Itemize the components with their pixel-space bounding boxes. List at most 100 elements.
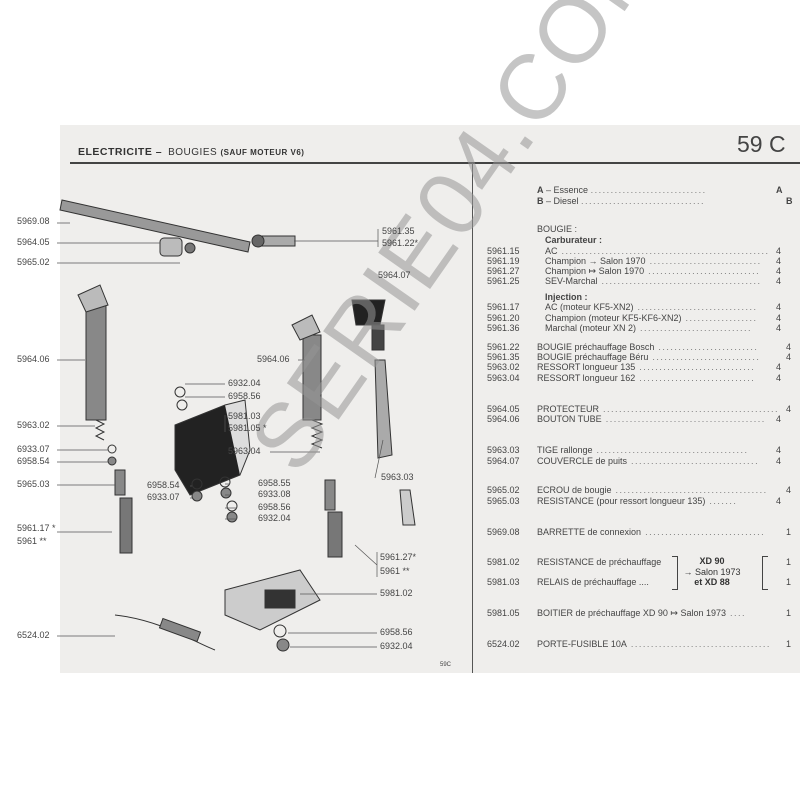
part-quantity: 4 xyxy=(776,313,782,323)
callout-label: 6933.07 xyxy=(17,444,50,454)
part-quantity: 4 xyxy=(776,276,782,286)
part-description-text: BOUGIE préchauffage Béru xyxy=(537,352,649,362)
legend-value: B xyxy=(786,196,793,206)
callout-label: 6958.56 xyxy=(228,391,261,401)
callout-label: 6958.54 xyxy=(17,456,50,466)
callout-label: 5961.22* xyxy=(382,238,419,248)
subgroup-title: Injection : xyxy=(545,292,588,302)
part-description: Marchal (moteur XN 2) ..................… xyxy=(545,323,752,333)
callout-label: 6932.04 xyxy=(258,513,291,523)
part-code: 5961.22 xyxy=(487,342,520,352)
subtitle-note: (SAUF MOTEUR V6) xyxy=(220,148,305,157)
callout-label: 5981.02 xyxy=(380,588,413,598)
section-title: ELECTRICITE – xyxy=(78,146,163,158)
legend-value: A xyxy=(776,185,783,195)
part-description: RESSORT longueur 135 ...................… xyxy=(537,362,755,372)
callout-label: 5964.05 xyxy=(17,237,50,247)
part-code: 5964.06 xyxy=(487,414,520,424)
callout-label: 6933.08 xyxy=(258,489,291,499)
part-description: BOUGIE préchauffage Béru ...............… xyxy=(537,352,760,362)
part-description-text: RESSORT longueur 135 xyxy=(537,362,636,372)
callout-label: 5961.35 xyxy=(382,226,415,236)
part-code: 5961.17 xyxy=(487,302,520,312)
leader-dots: ........................................ xyxy=(597,276,762,286)
leader-lines xyxy=(57,222,384,648)
part-quantity: 4 xyxy=(786,342,792,352)
part-quantity: 1 xyxy=(786,577,792,587)
callout-label: 5961.27* xyxy=(380,552,417,562)
callout-label: 5961 ** xyxy=(380,566,410,576)
group-title: BOUGIE : xyxy=(537,224,578,234)
part-code: 5963.04 xyxy=(487,373,520,383)
part-description-text: SEV-Marchal xyxy=(545,276,598,286)
part-description-text: RESISTANCE de préchauffage xyxy=(537,557,662,567)
callout-label: 5981.05 * xyxy=(228,423,267,433)
leader-dots: .............................. xyxy=(641,527,766,537)
part-code: 5965.03 xyxy=(487,496,520,506)
resistor-drawing xyxy=(399,489,416,526)
part-description: SEV-Marchal ............................… xyxy=(545,276,762,286)
callout-label: 5965.03 xyxy=(17,479,50,489)
part-description: AC .....................................… xyxy=(545,246,770,256)
part-description: PORTE-FUSIBLE 10A ......................… xyxy=(537,639,771,649)
callout-label: 6958.55 xyxy=(258,478,291,488)
callout-label: 5963.02 xyxy=(17,420,50,430)
part-description-text: TIGE rallonge xyxy=(537,445,593,455)
connection-bar-drawing xyxy=(59,199,251,253)
part-description: BOUTON TUBE ............................… xyxy=(537,414,766,424)
part-description: BOUGIE préchauffage Bosch ..............… xyxy=(537,342,758,352)
callout-label: 5964.07 xyxy=(378,270,411,280)
part-description: RESISTANCE (pour ressort longueur 135) .… xyxy=(537,496,737,506)
callout-label: 5961 ** xyxy=(17,536,47,546)
part-description: Champion → Salon 1970 ..................… xyxy=(545,256,762,266)
part-description: Champion ↦ Salon 1970 ..................… xyxy=(545,266,760,277)
leader-dots: ........................... xyxy=(648,352,761,362)
extension-rod-drawing xyxy=(374,359,393,459)
leader-dots: ............................. xyxy=(635,373,756,383)
part-description-text: AC (moteur KF5-XN2) xyxy=(545,302,634,312)
part-quantity: 4 xyxy=(776,246,782,256)
part-quantity: 1 xyxy=(786,639,792,649)
part-description-text: RELAIS de préchauffage .... xyxy=(537,577,649,587)
fuse-holder-drawing xyxy=(114,614,216,651)
diagram-footer: 59C xyxy=(440,662,452,668)
nut-screw-drawing xyxy=(251,234,296,248)
part-description: PROTECTEUR .............................… xyxy=(537,404,779,414)
leader-dots: ....... xyxy=(705,496,738,506)
part-code: 5964.07 xyxy=(487,456,520,466)
part-description-text: RESSORT longueur 162 xyxy=(537,373,636,383)
subgroup-title: Carburateur : xyxy=(545,235,603,245)
legend-row: A – Essence ............................… xyxy=(537,185,707,195)
part-quantity: 4 xyxy=(776,456,782,466)
subtitle: BOUGIES xyxy=(168,147,218,158)
part-quantity: 4 xyxy=(776,266,782,276)
header-rule xyxy=(70,162,800,164)
leader-dots: ........................................… xyxy=(557,246,770,256)
part-description: BARRETTE de connexion ..................… xyxy=(537,527,765,537)
part-code: 5963.03 xyxy=(487,445,520,455)
callout-label: 6958.56 xyxy=(258,502,291,512)
tube-button-mid-drawing xyxy=(291,314,324,449)
part-description: ECROU de bougie ........................… xyxy=(537,485,768,495)
relay-box-drawing xyxy=(174,399,251,496)
part-description-text: BARRETTE de connexion xyxy=(537,527,642,537)
part-quantity: 4 xyxy=(776,414,782,424)
callout-label: 5963.03 xyxy=(381,472,414,482)
part-code: 5981.02 xyxy=(487,557,520,567)
part-description-text: Champion (moteur KF5-KF6-XN2) xyxy=(545,313,682,323)
bracket-note-date: → Salon 1973 xyxy=(683,567,741,577)
part-quantity: 4 xyxy=(776,445,782,455)
part-code: 5961.35 xyxy=(487,352,520,362)
part-quantity: 1 xyxy=(786,557,792,567)
well-cover-drawing xyxy=(351,299,386,351)
catalog-page xyxy=(60,125,800,673)
part-description-text: Champion ↦ Salon 1970 xyxy=(545,266,645,276)
protector-drawing xyxy=(159,237,196,257)
part-description-text: RESISTANCE (pour ressort longueur 135) xyxy=(537,496,706,506)
part-quantity: 4 xyxy=(776,362,782,372)
leader-dots: .... xyxy=(726,608,747,618)
callout-label: 5964.06 xyxy=(257,354,290,364)
callout-label: 6958.54 xyxy=(147,480,180,490)
callout-label: 5969.08 xyxy=(17,216,50,226)
part-description-text: PORTE-FUSIBLE 10A xyxy=(537,639,627,649)
